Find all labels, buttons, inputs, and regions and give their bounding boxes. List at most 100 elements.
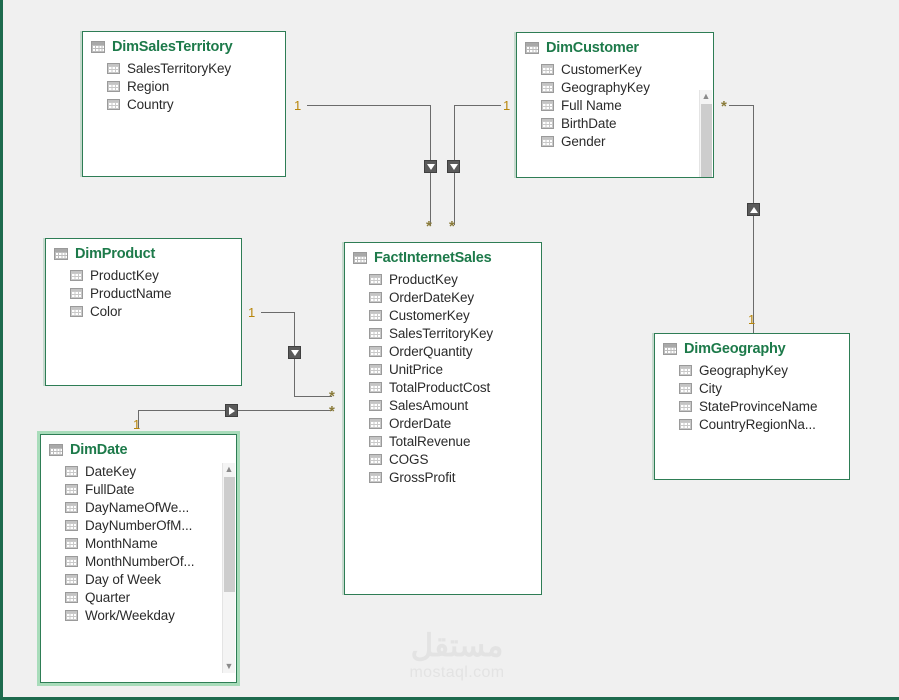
field-label: Gender bbox=[561, 133, 606, 149]
scroll-up-icon[interactable]: ▲ bbox=[224, 464, 234, 474]
scroll-up-icon[interactable]: ▲ bbox=[701, 91, 711, 101]
field-row[interactable]: GeographyKey bbox=[517, 78, 713, 96]
field-row[interactable]: UnitPrice bbox=[345, 360, 541, 378]
field-row[interactable]: DayNameOfWe... bbox=[41, 498, 236, 516]
field-row[interactable]: ProductKey bbox=[46, 266, 241, 284]
field-icon bbox=[369, 309, 382, 321]
table-header[interactable]: DimDate bbox=[41, 435, 236, 462]
field-label: Quarter bbox=[85, 589, 131, 605]
table-title: DimGeography bbox=[684, 341, 786, 357]
filter-direction-arrow[interactable] bbox=[747, 203, 760, 216]
field-icon bbox=[369, 399, 382, 411]
cardinality-many: * bbox=[449, 218, 455, 235]
field-row[interactable]: DayNumberOfM... bbox=[41, 516, 236, 534]
field-icon bbox=[65, 609, 78, 621]
field-icon bbox=[369, 345, 382, 357]
table-scrollbar[interactable]: ▲▼ bbox=[699, 90, 712, 177]
relationship-line-segment bbox=[261, 312, 295, 313]
field-row[interactable]: DateKey bbox=[41, 462, 236, 480]
field-row[interactable]: SalesAmount bbox=[345, 396, 541, 414]
field-row[interactable]: Day of Week bbox=[41, 570, 236, 588]
field-icon bbox=[679, 418, 692, 430]
scrollbar-thumb[interactable] bbox=[224, 477, 235, 592]
relationship-line-segment bbox=[307, 105, 430, 106]
field-icon bbox=[369, 327, 382, 339]
cardinality-one: 1 bbox=[503, 98, 511, 113]
field-label: DayNameOfWe... bbox=[85, 499, 190, 515]
arrow-up-icon bbox=[749, 206, 758, 213]
table-icon bbox=[663, 343, 677, 355]
table-title: DimSalesTerritory bbox=[112, 39, 233, 55]
field-row[interactable]: CustomerKey bbox=[345, 306, 541, 324]
field-row[interactable]: SalesTerritoryKey bbox=[345, 324, 541, 342]
field-row[interactable]: GrossProfit bbox=[345, 468, 541, 486]
field-row[interactable]: FullDate bbox=[41, 480, 236, 498]
field-row[interactable]: COGS bbox=[345, 450, 541, 468]
field-row[interactable]: CountryRegionNa... bbox=[655, 415, 849, 433]
field-icon bbox=[369, 381, 382, 393]
field-label: COGS bbox=[389, 451, 429, 467]
arrow-down-icon bbox=[449, 163, 458, 170]
field-row[interactable]: OrderDate bbox=[345, 414, 541, 432]
field-icon bbox=[65, 537, 78, 549]
field-row[interactable]: GeographyKey bbox=[655, 361, 849, 379]
field-row[interactable]: MonthName bbox=[41, 534, 236, 552]
table-icon bbox=[54, 248, 68, 260]
field-row[interactable]: Color bbox=[46, 302, 241, 320]
arrow-down-icon bbox=[290, 349, 299, 356]
field-icon bbox=[70, 269, 83, 281]
field-row[interactable]: ProductName bbox=[46, 284, 241, 302]
field-row[interactable]: Work/Weekday bbox=[41, 606, 236, 624]
field-row[interactable]: MonthNumberOf... bbox=[41, 552, 236, 570]
field-row[interactable]: ProductKey bbox=[345, 270, 541, 288]
cardinality-many: * bbox=[329, 388, 335, 405]
field-row[interactable]: Region bbox=[83, 77, 285, 95]
field-label: OrderDate bbox=[389, 415, 452, 431]
field-row[interactable]: Gender bbox=[517, 132, 713, 150]
table-title: DimDate bbox=[70, 442, 128, 458]
filter-direction-arrow[interactable] bbox=[424, 160, 437, 173]
field-row[interactable]: OrderDateKey bbox=[345, 288, 541, 306]
field-icon bbox=[541, 81, 554, 93]
field-label: Work/Weekday bbox=[85, 607, 175, 623]
filter-direction-arrow[interactable] bbox=[225, 404, 238, 417]
watermark: مستقل mostaql.com bbox=[377, 629, 537, 682]
field-row[interactable]: City bbox=[655, 379, 849, 397]
field-row[interactable]: StateProvinceName bbox=[655, 397, 849, 415]
table-header[interactable]: DimCustomer bbox=[517, 33, 713, 60]
field-icon bbox=[65, 591, 78, 603]
field-row[interactable]: TotalRevenue bbox=[345, 432, 541, 450]
field-row[interactable]: CustomerKey bbox=[517, 60, 713, 78]
field-row[interactable]: SalesTerritoryKey bbox=[83, 59, 285, 77]
field-label: TotalRevenue bbox=[389, 433, 471, 449]
table-header[interactable]: FactInternetSales bbox=[345, 243, 541, 270]
table-header[interactable]: DimProduct bbox=[46, 239, 241, 266]
relationship-line-segment bbox=[294, 396, 332, 397]
field-row[interactable]: BirthDate bbox=[517, 114, 713, 132]
table-header[interactable]: DimSalesTerritory bbox=[83, 32, 285, 59]
field-row[interactable]: Full Name bbox=[517, 96, 713, 114]
field-icon bbox=[679, 382, 692, 394]
field-row[interactable]: OrderQuantity bbox=[345, 342, 541, 360]
filter-direction-arrow[interactable] bbox=[288, 346, 301, 359]
field-row[interactable]: Country bbox=[83, 95, 285, 113]
scroll-down-icon[interactable]: ▼ bbox=[224, 661, 234, 671]
filter-direction-arrow[interactable] bbox=[447, 160, 460, 173]
scrollbar-thumb[interactable] bbox=[701, 104, 712, 177]
field-row[interactable]: Quarter bbox=[41, 588, 236, 606]
field-icon bbox=[65, 573, 78, 585]
table-scrollbar[interactable]: ▲▼ bbox=[222, 463, 235, 673]
field-row[interactable]: TotalProductCost bbox=[345, 378, 541, 396]
field-icon bbox=[679, 364, 692, 376]
table-header[interactable]: DimGeography bbox=[655, 334, 849, 361]
field-label: GeographyKey bbox=[699, 362, 788, 378]
